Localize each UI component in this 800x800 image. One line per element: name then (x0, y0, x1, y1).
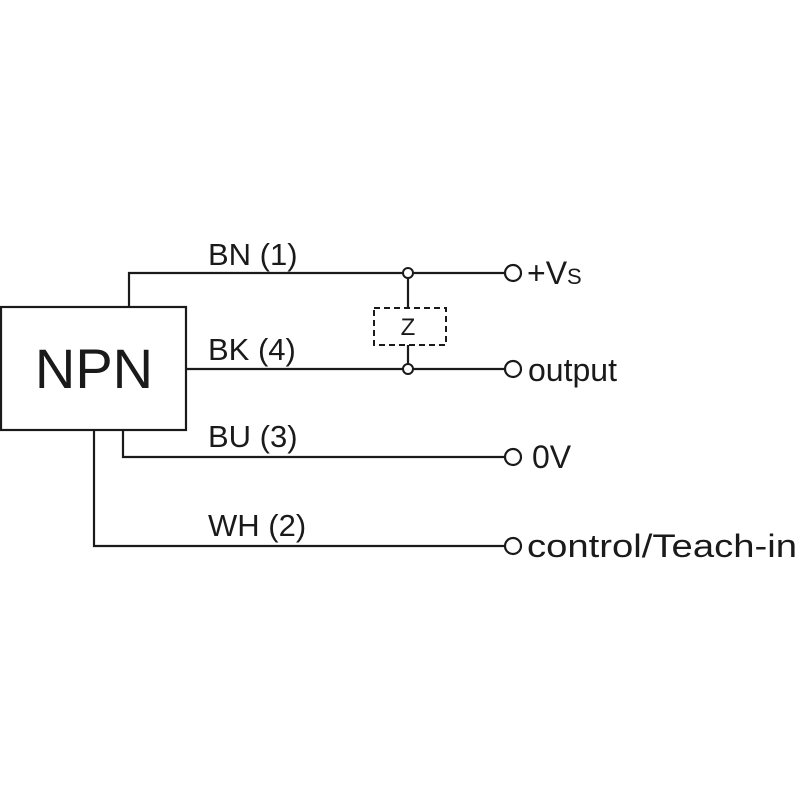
terminal-label-output: output (528, 352, 617, 388)
wire-wh (92, 430, 504, 548)
terminal-control (503, 536, 523, 556)
junction-bk (402, 363, 414, 375)
junction-bn (402, 267, 414, 279)
terminal-label-vs-main: +V (527, 255, 568, 291)
wire-label-wh: WH (2) (208, 508, 306, 543)
terminal-label-0v: 0V (532, 439, 572, 475)
terminal-label-control: control/Teach-in (527, 528, 797, 564)
wire-label-bu: BU (3) (208, 419, 298, 454)
load-box (373, 307, 447, 346)
wire-bu (121, 430, 504, 459)
wire-bn (127, 271, 504, 307)
terminal-label-vs-sub: S (567, 264, 582, 289)
wire-label-bk: BK (4) (208, 332, 296, 367)
terminal-vs (503, 263, 523, 283)
terminal-output (503, 359, 523, 379)
terminal-label-vs: +VS (527, 255, 582, 291)
device-label: NPN (35, 337, 153, 400)
wire-label-bn: BN (1) (208, 237, 298, 272)
load-label: Z (401, 314, 416, 341)
npn-device-box (0, 305, 188, 432)
terminal-0v (503, 447, 523, 467)
